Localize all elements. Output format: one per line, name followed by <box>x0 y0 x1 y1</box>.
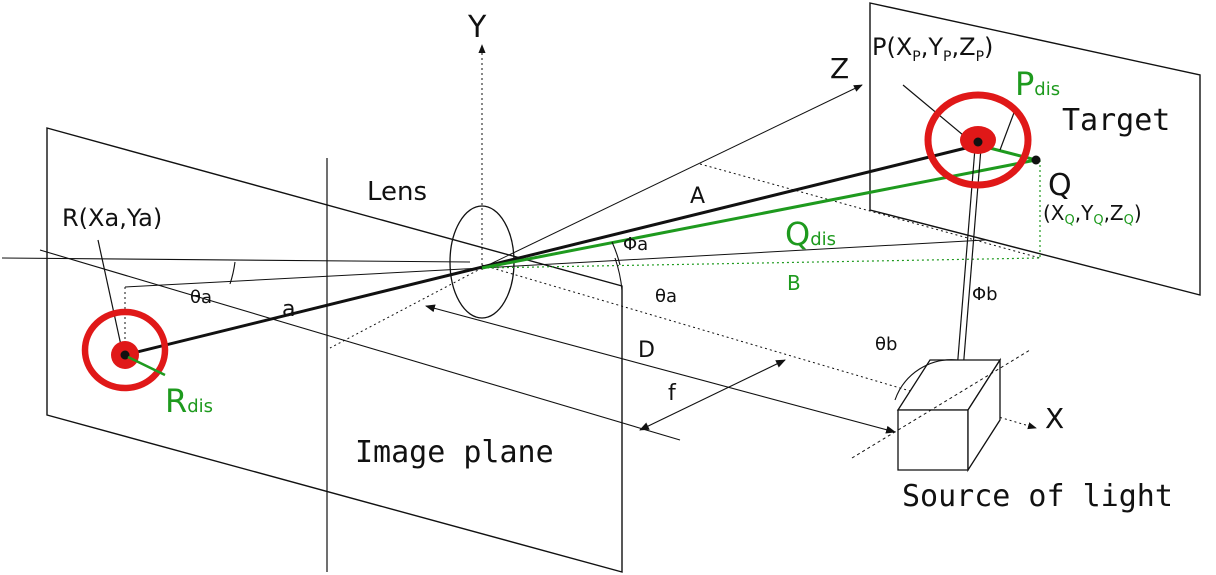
ray-r-to-p <box>124 143 979 357</box>
source-of-light-label: Source of light <box>902 479 1173 514</box>
q-point <box>1031 155 1041 165</box>
z-axis <box>481 84 863 269</box>
optical-axis-line <box>1 257 471 263</box>
d-measure-arrow <box>425 304 896 434</box>
x-axis-label: X <box>1045 402 1064 435</box>
lens-diagonal-left <box>329 267 483 349</box>
phi-a-label: Φa <box>623 234 648 255</box>
segment-a-upper-label: A <box>690 184 705 209</box>
point-q-coords: (XQ,YQ,ZQ) <box>1043 201 1142 228</box>
r-dis-segment <box>127 355 166 377</box>
point-q-label: Q <box>1048 168 1072 203</box>
theta-a-left-label: θa <box>190 287 212 308</box>
source-to-p-line-2 <box>960 147 982 396</box>
theta-a-right-arc <box>614 257 623 291</box>
segment-b-label: B <box>787 271 801 295</box>
point-r-label: R(Xa,Ya) <box>62 204 162 232</box>
theta-b-label: θb <box>875 334 897 355</box>
image-reticle <box>81 308 169 392</box>
source-to-p-line-1 <box>954 147 976 396</box>
phi-b-label: Φb <box>972 284 998 305</box>
target-reticle <box>924 91 1032 189</box>
lower-reference-line <box>39 249 681 441</box>
y-axis-label: Y <box>467 10 487 45</box>
r-dis-label: Rdis <box>165 382 213 420</box>
ray-q-dis <box>481 158 1037 270</box>
p-dis-leader <box>999 109 1016 151</box>
b-projection-line <box>481 257 1041 269</box>
target-label: Target <box>1062 103 1170 138</box>
r-leader <box>97 239 123 351</box>
phi-a-arc <box>611 241 621 266</box>
lens-to-source-line <box>481 239 986 269</box>
upper-dotted-line <box>699 163 1041 259</box>
point-p-label: P(XP,YP,ZP) <box>872 33 993 65</box>
theta-a-right-label: θa <box>655 286 677 307</box>
p-dis-label: Pdis <box>1015 65 1060 103</box>
segment-f-label: f <box>668 381 677 406</box>
lens-label: Lens <box>367 177 427 207</box>
theta-a-left-arc <box>229 261 236 285</box>
f-measure-arrow <box>639 359 786 431</box>
image-plane <box>46 127 623 573</box>
segment-d-label: D <box>638 338 655 363</box>
source-diagonal <box>851 349 1031 459</box>
light-source-box <box>896 357 1002 473</box>
image-plane-label: Image plane <box>355 435 554 470</box>
segment-a-lower-label: a <box>282 297 295 322</box>
target-plane <box>869 2 1201 296</box>
r-horizontal-line <box>124 267 483 288</box>
z-axis-label: Z <box>830 52 849 85</box>
q-dis-label: Qdis <box>785 215 836 253</box>
theta-b-arc <box>894 359 959 401</box>
